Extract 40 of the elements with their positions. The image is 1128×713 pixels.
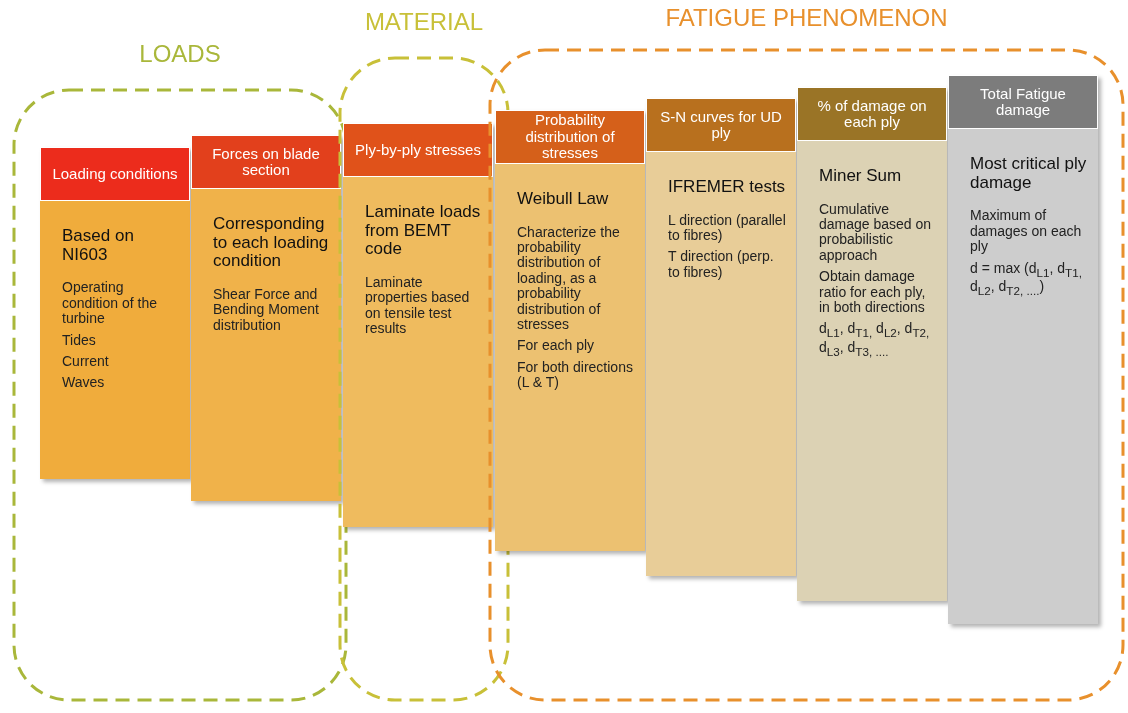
step-text: d$_{L1}$, d$_{T1,}$ d$_{L2}$, d$_{T2,}$ d$_{L3}$, d$_{T3, ....}$	[819, 321, 931, 359]
step-title: IFREMER tests	[668, 178, 787, 197]
step-heading: Ply-by-ply stresses	[355, 141, 481, 159]
step-text: d = max (d$_{L1}$, d$_{T1,}$ d$_{L2}$, d$_{T2, ....}$)	[970, 260, 1083, 298]
step-text: Operating condition of the turbine	[62, 280, 158, 327]
step-heading: Loading conditions	[52, 165, 178, 183]
step-text: For each ply	[517, 338, 596, 354]
step-text: L direction (parallel to fibres)	[668, 212, 787, 244]
process-step-column	[343, 123, 493, 527]
step-title: Corresponding to each loading condition	[213, 215, 330, 272]
process-step-column	[191, 135, 341, 501]
process-step-column	[495, 110, 645, 551]
step-heading: Probability distribution of stresses	[524, 112, 616, 162]
step-title: Miner Sum	[819, 167, 903, 186]
step-text: Waves	[62, 375, 106, 391]
step-text: Laminate properties based on tensile test results	[365, 275, 471, 337]
step-title: Laminate loads from BEMT code	[365, 203, 482, 260]
step-title: Most critical ply damage	[970, 155, 1088, 193]
step-heading: Total Fatigue damage	[979, 85, 1067, 119]
group-title: LOADS	[138, 40, 222, 68]
step-text: Characterize the probability distribution of loading, as a probability distribution of stresses	[517, 224, 621, 333]
step-heading: % of damage on each ply	[816, 97, 928, 131]
group-title: FATIGUE PHENOMENON	[664, 4, 949, 32]
step-text: Cumulative damage based on probabilistic approach	[819, 201, 933, 264]
step-text: Maximum of damages on each ply	[970, 208, 1083, 255]
step-text: For both directions (L & T)	[517, 359, 634, 391]
group-title: MATERIAL	[363, 8, 485, 36]
step-title: Weibull Law	[517, 190, 610, 209]
step-heading: Forces on blade section	[211, 145, 321, 179]
process-step-column	[40, 147, 190, 479]
process-step-column	[797, 87, 947, 601]
process-step-column	[646, 98, 796, 576]
step-text: Tides	[62, 332, 97, 348]
process-step-column	[948, 75, 1098, 624]
step-text: Obtain damage ratio for each ply, in both directions	[819, 269, 927, 316]
step-text: T direction (perp. to fibres)	[668, 249, 775, 281]
step-heading: S-N curves for UD ply	[659, 108, 783, 142]
step-text: Shear Force and Bending Moment distribution	[213, 287, 320, 334]
step-text: Current	[62, 353, 110, 370]
step-title: Based on NI603	[62, 227, 135, 265]
